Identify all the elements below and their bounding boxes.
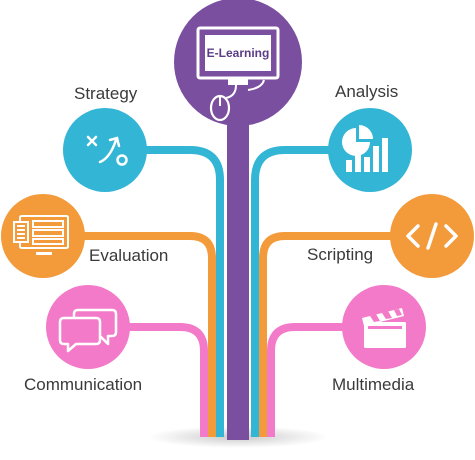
label-strategy: Strategy xyxy=(74,84,138,103)
label-analysis: Analysis xyxy=(335,82,399,101)
line-communication xyxy=(128,323,208,437)
center-node: E-Learning xyxy=(174,0,302,126)
branch-lines xyxy=(84,146,392,437)
node-analysis xyxy=(328,108,412,192)
label-communication: Communication xyxy=(24,375,143,394)
line-strategy xyxy=(145,146,224,437)
node-strategy xyxy=(63,108,147,192)
label-evaluation: Evaluation xyxy=(89,246,169,265)
line-scripting xyxy=(259,232,392,437)
label-scripting: Scripting xyxy=(307,245,374,264)
pie-bar-chart-icon xyxy=(342,125,388,172)
computer-mouse-icon: E-Learning xyxy=(196,26,280,122)
node-communication xyxy=(46,285,130,369)
label-multimedia: Multimedia xyxy=(332,375,415,394)
node-multimedia xyxy=(342,285,426,369)
monitor-checklist-icon xyxy=(13,215,69,255)
center-title: E-Learning xyxy=(207,46,270,60)
line-evaluation xyxy=(84,232,216,437)
node-scripting xyxy=(390,194,474,278)
node-evaluation xyxy=(1,194,85,278)
line-multimedia xyxy=(267,323,344,437)
chat-bubbles-icon xyxy=(58,308,118,353)
code-brackets-icon xyxy=(406,222,458,250)
line-analysis xyxy=(251,146,330,437)
clapperboard-icon xyxy=(362,308,406,348)
center-trunk xyxy=(227,100,249,440)
strategy-play-icon xyxy=(86,135,128,166)
